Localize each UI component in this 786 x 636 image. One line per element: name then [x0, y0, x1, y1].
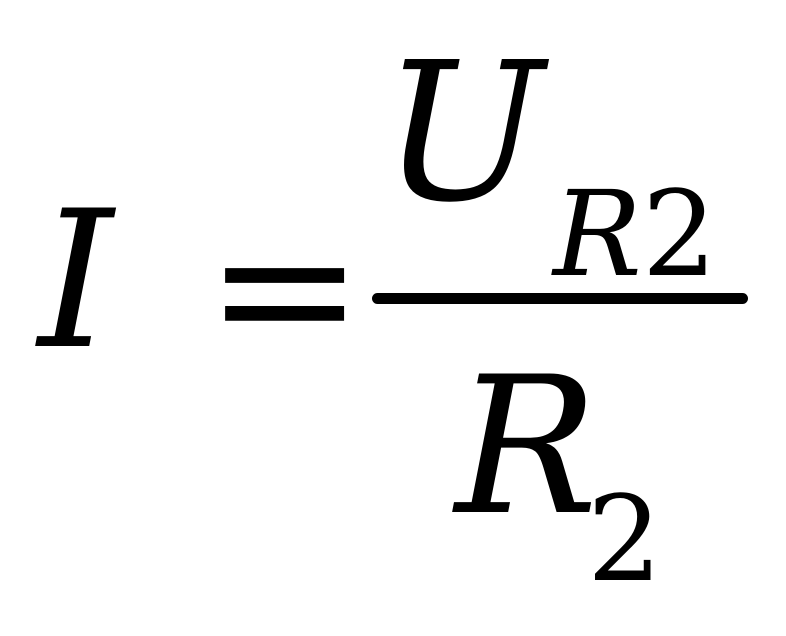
- numerator-subscript-digit: 2: [641, 165, 717, 303]
- numerator-subscript: R2: [553, 175, 717, 293]
- numerator-subscript-letter: R: [553, 165, 642, 303]
- denominator-subscript: 2: [587, 470, 663, 608]
- denominator-variable: R: [455, 336, 599, 557]
- equals-sign: =: [205, 178, 365, 399]
- numerator-variable: U: [382, 22, 544, 245]
- current-variable: I: [38, 170, 114, 391]
- fraction-bar: [372, 293, 748, 304]
